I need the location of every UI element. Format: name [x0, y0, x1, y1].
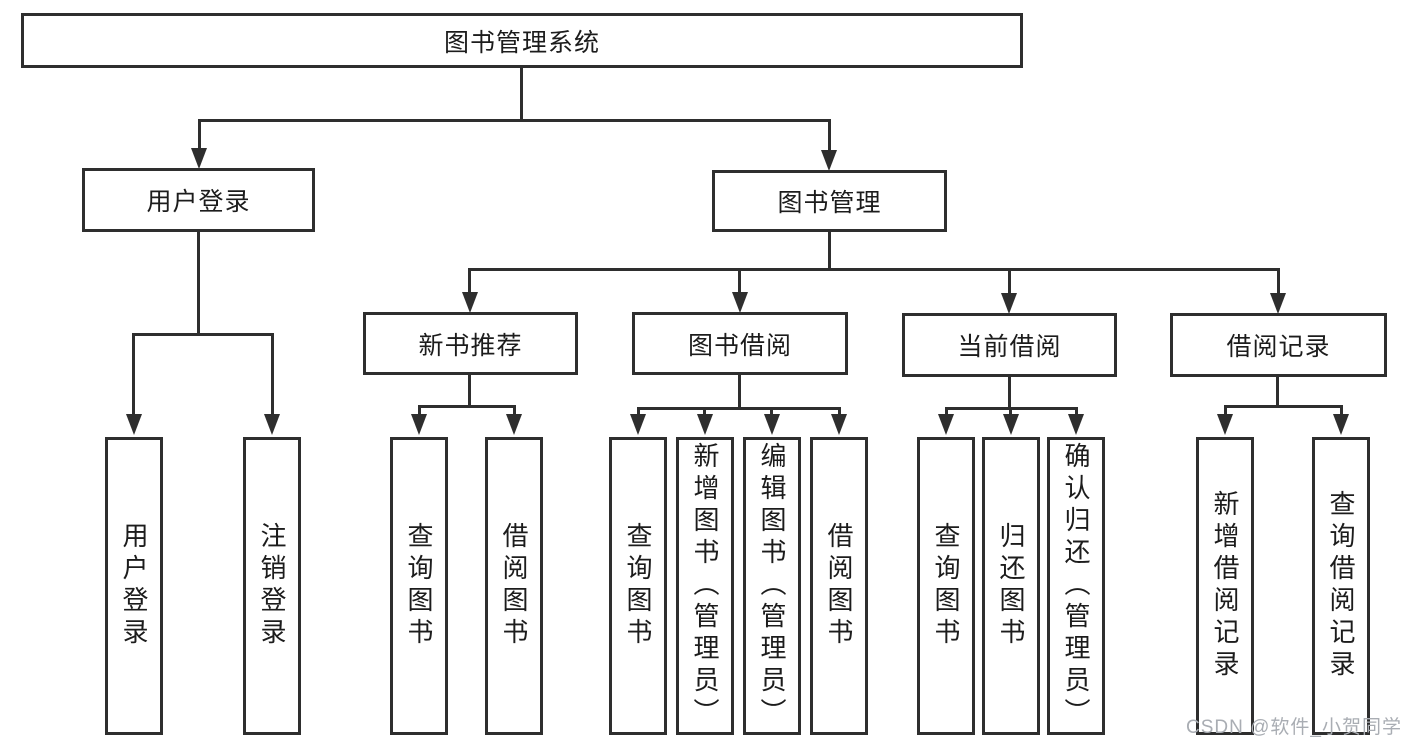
node-book-management-label: 图书管理 — [777, 189, 882, 217]
connector-drop-cb-return — [1009, 407, 1012, 417]
csdn-watermark: CSDN @软件_小贺同学 — [1186, 717, 1402, 738]
node-new-book-recommend: 新书推荐 — [363, 312, 578, 375]
node-book-borrow-label: 图书借阅 — [687, 331, 792, 360]
leaf-cb-query-books-label: 查询图书 — [931, 522, 961, 650]
connector-drop-new-books — [468, 268, 471, 295]
arrowhead-bb-add — [697, 414, 713, 435]
connector-modules-split — [468, 268, 1280, 271]
connector-new-books-split — [418, 405, 516, 408]
arrowhead-logout-leaf — [264, 414, 280, 435]
leaf-cb-return-books: 归还图书 — [982, 437, 1040, 735]
node-user-login-label: 用户登录 — [146, 188, 251, 216]
node-root: 图书管理系统 — [21, 13, 1023, 68]
arrowhead-br-add — [1217, 414, 1233, 435]
leaf-bb-borrow-books: 借阅图书 — [810, 437, 868, 735]
node-user-login: 用户登录 — [82, 168, 315, 232]
leaf-bb-query-books: 查询图书 — [609, 437, 667, 735]
connector-root-split — [198, 119, 831, 122]
connector-drop-nb-borrow — [513, 405, 516, 417]
arrowhead-nb-borrow — [506, 414, 522, 435]
connector-root-trunk — [520, 68, 523, 122]
leaf-br-add-record: 新增借阅记录 — [1196, 437, 1254, 735]
connector-drop-bb-add — [703, 407, 706, 417]
connector-drop-borrow-records — [1277, 268, 1280, 295]
connector-book-borrow-split — [637, 407, 841, 410]
node-current-borrow: 当前借阅 — [902, 313, 1117, 377]
leaf-br-query-record: 查询借阅记录 — [1312, 437, 1370, 735]
arrowhead-bb-edit — [764, 414, 780, 435]
arrowhead-bb-borrow — [831, 414, 847, 435]
leaf-cb-query-books: 查询图书 — [917, 437, 975, 735]
connector-drop-bb-borrow — [838, 407, 841, 417]
connector-drop-nb-query — [418, 405, 421, 417]
arrowhead-book-borrow — [732, 292, 748, 313]
connector-drop-login-leaf — [132, 333, 135, 416]
connector-drop-book-borrow — [738, 268, 741, 295]
leaf-bb-edit-books-admin-label: 编辑图书（管理员） — [757, 442, 787, 730]
leaf-bb-add-books-admin: 新增图书（管理员） — [676, 437, 734, 735]
leaf-bb-add-books-admin-label: 新增图书（管理员） — [690, 442, 720, 730]
connector-book-borrow-trunk — [738, 375, 741, 410]
connector-drop-cb-confirm — [1075, 407, 1078, 417]
node-borrow-records: 借阅记录 — [1170, 313, 1387, 377]
arrowhead-cb-return — [1003, 414, 1019, 435]
leaf-nb-query-books-label: 查询图书 — [404, 522, 434, 650]
leaf-user-login: 用户登录 — [105, 437, 163, 735]
connector-current-borrow-trunk — [1008, 377, 1011, 410]
leaf-logout-label: 注销登录 — [257, 522, 287, 650]
arrowhead-book-management — [821, 150, 837, 171]
leaf-bb-borrow-books-label: 借阅图书 — [824, 522, 854, 650]
connector-drop-cb-query — [945, 407, 948, 417]
leaf-nb-borrow-books-label: 借阅图书 — [499, 522, 529, 650]
connector-drop-bb-query — [637, 407, 640, 417]
node-book-management: 图书管理 — [712, 170, 947, 232]
leaf-br-add-record-label: 新增借阅记录 — [1210, 490, 1240, 682]
connector-drop-br-add — [1224, 405, 1227, 417]
arrowhead-cb-confirm — [1068, 414, 1084, 435]
connector-drop-logout-leaf — [271, 333, 274, 416]
connector-drop-br-query — [1340, 405, 1343, 417]
node-current-borrow-label: 当前借阅 — [957, 333, 1062, 361]
arrowhead-br-query — [1333, 414, 1349, 435]
connector-user-login-trunk — [197, 232, 200, 336]
leaf-br-query-record-label: 查询借阅记录 — [1326, 490, 1356, 682]
arrowhead-borrow-records — [1270, 293, 1286, 314]
node-new-book-recommend-label: 新书推荐 — [418, 331, 523, 360]
arrowhead-cb-query — [938, 414, 954, 435]
leaf-user-login-label: 用户登录 — [119, 522, 149, 650]
node-borrow-records-label: 借阅记录 — [1226, 333, 1331, 361]
node-root-label: 图书管理系统 — [443, 28, 600, 57]
connector-drop-user-login — [198, 119, 201, 150]
arrowhead-user-login — [191, 148, 207, 169]
connector-drop-book-management — [828, 119, 831, 152]
connector-borrow-records-split — [1224, 405, 1343, 408]
node-book-borrow: 图书借阅 — [632, 312, 848, 375]
arrowhead-current-borrow — [1001, 293, 1017, 314]
arrowhead-bb-query — [630, 414, 646, 435]
arrowhead-nb-query — [411, 414, 427, 435]
connector-drop-bb-edit — [770, 407, 773, 417]
connector-user-login-split — [132, 333, 274, 336]
arrowhead-new-books — [462, 292, 478, 313]
leaf-bb-edit-books-admin: 编辑图书（管理员） — [743, 437, 801, 735]
connector-new-books-trunk — [468, 375, 471, 408]
leaf-logout: 注销登录 — [243, 437, 301, 735]
leaf-cb-return-books-label: 归还图书 — [996, 522, 1026, 650]
arrowhead-login-leaf — [126, 414, 142, 435]
leaf-bb-query-books-label: 查询图书 — [623, 522, 653, 650]
connector-drop-current-borrow — [1008, 268, 1011, 295]
leaf-nb-borrow-books: 借阅图书 — [485, 437, 543, 735]
connector-book-management-trunk — [828, 232, 831, 271]
leaf-nb-query-books: 查询图书 — [390, 437, 448, 735]
connector-borrow-records-trunk — [1276, 377, 1279, 408]
leaf-cb-confirm-return-admin: 确认归还（管理员） — [1047, 437, 1105, 735]
leaf-cb-confirm-return-admin-label: 确认归还（管理员） — [1061, 442, 1091, 730]
